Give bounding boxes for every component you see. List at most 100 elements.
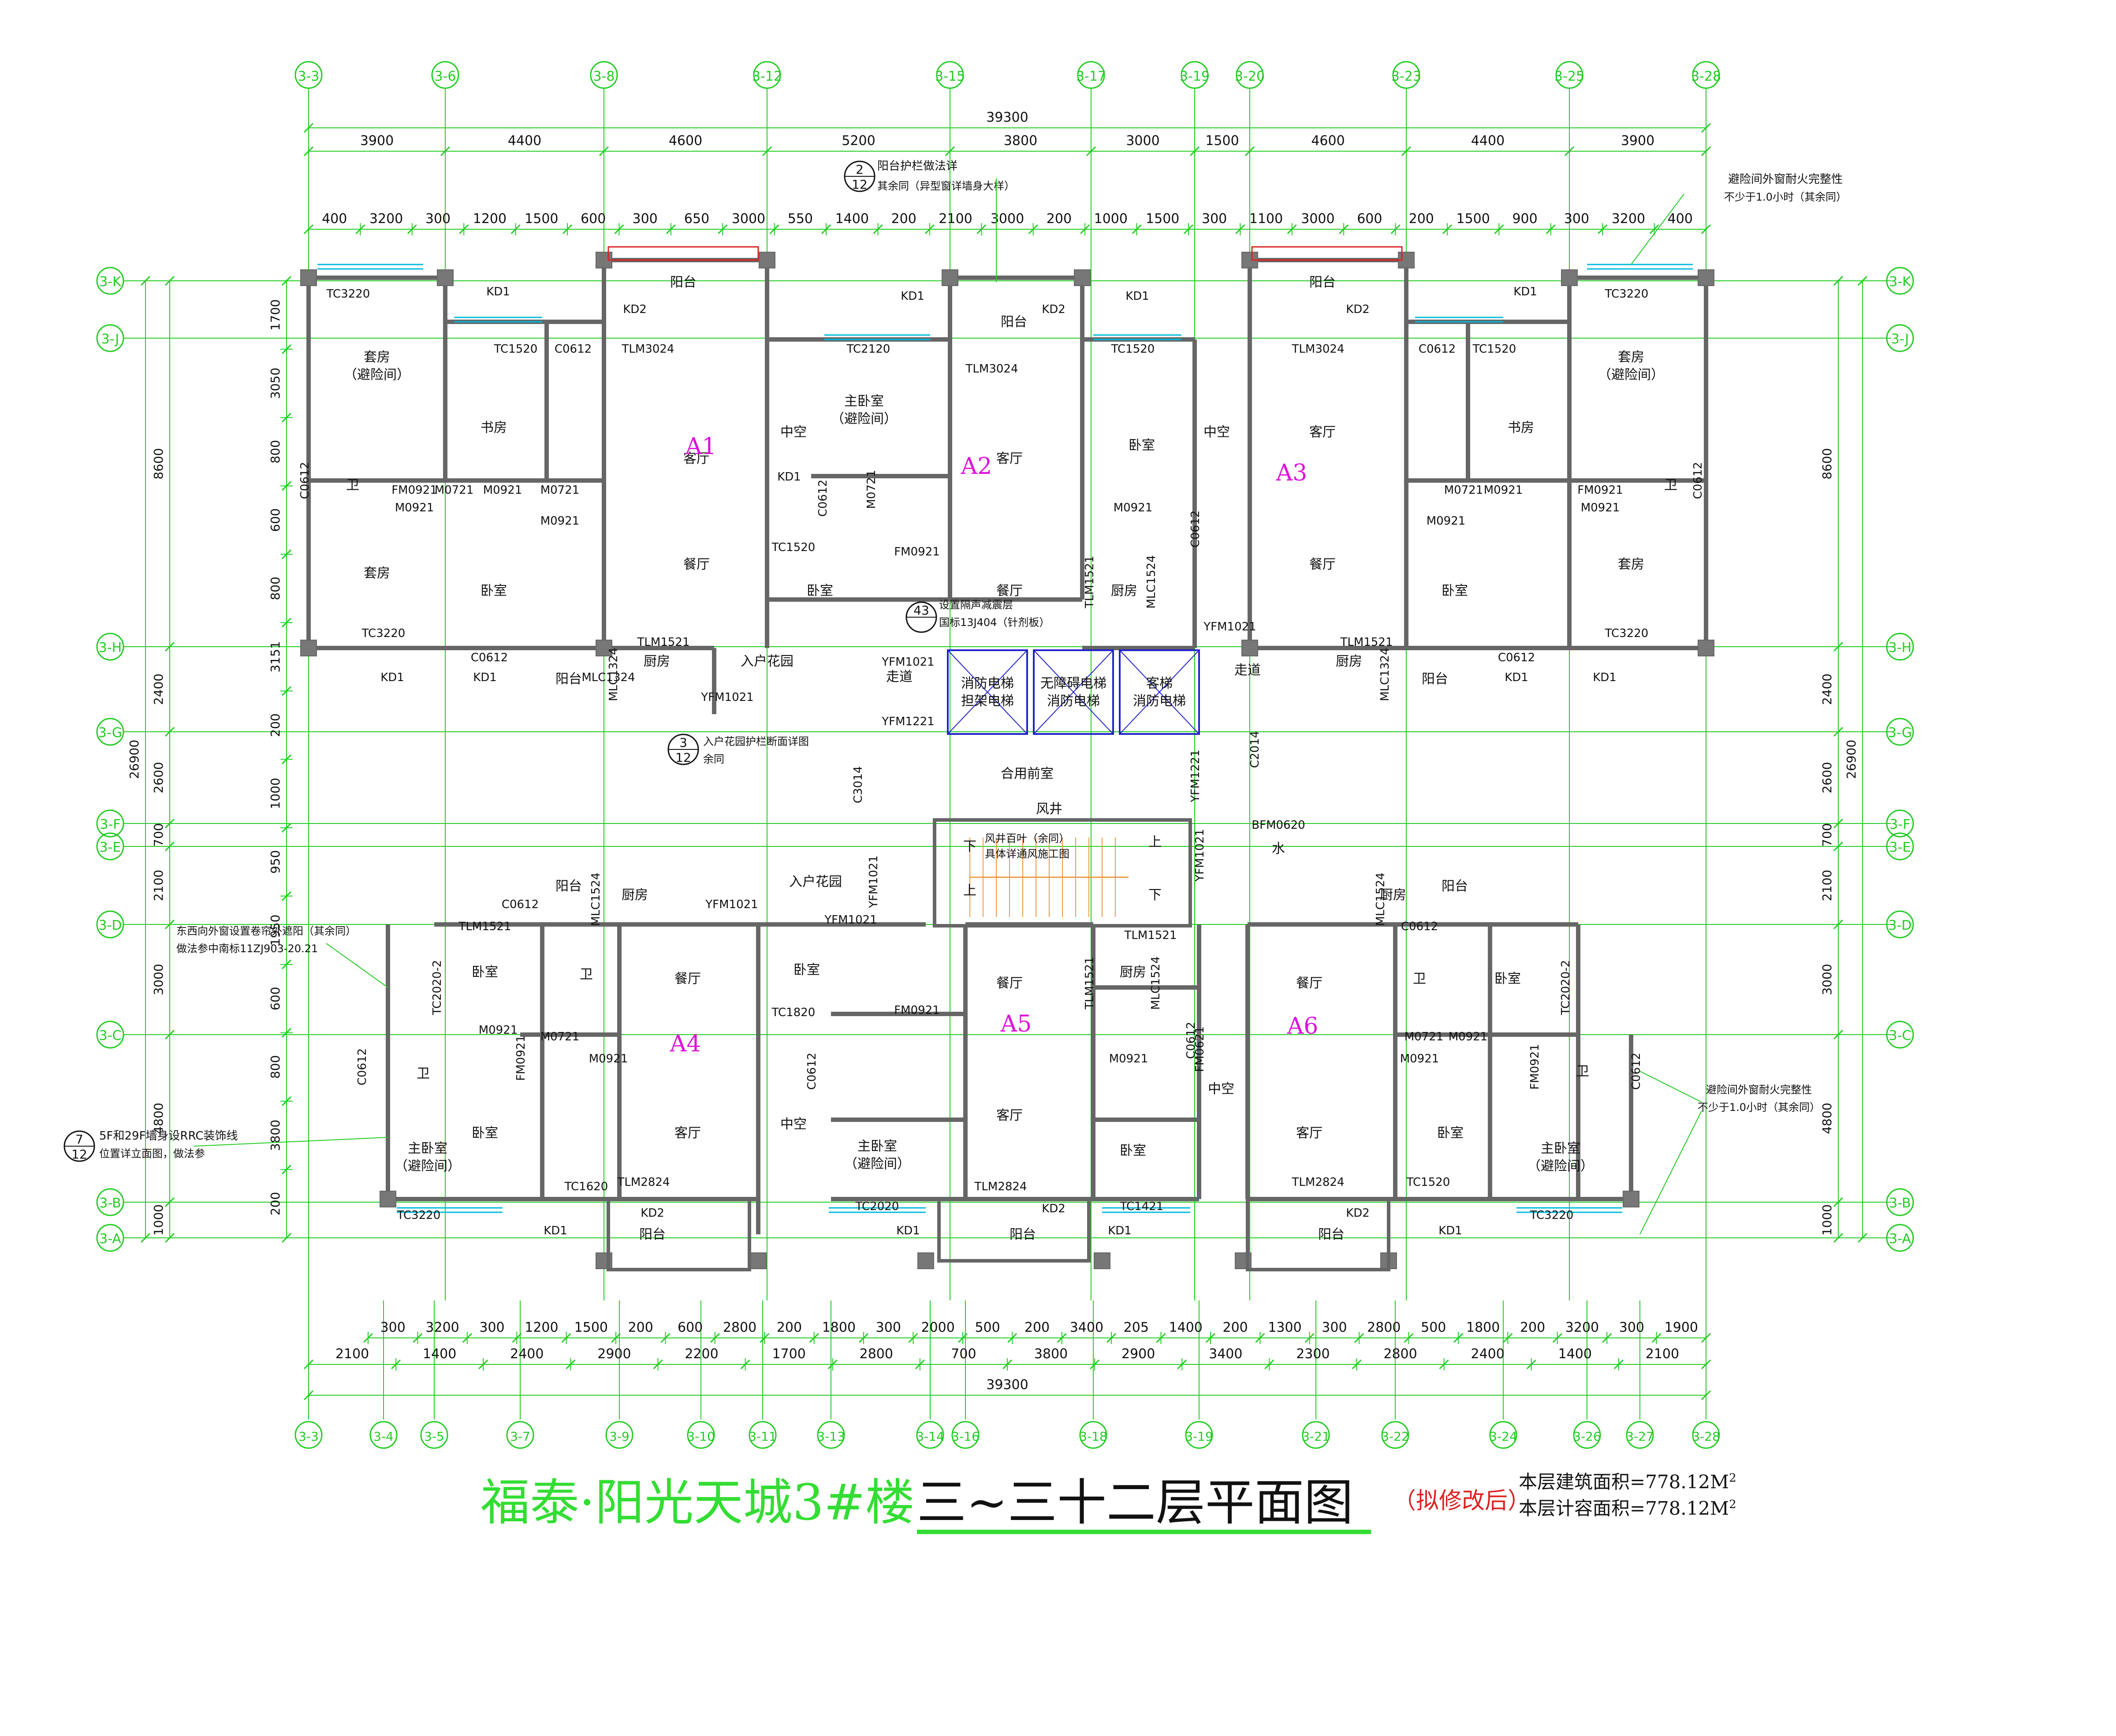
opening-tag: KD2 [623,303,647,316]
opening-tag: KD1 [777,470,801,484]
dim-total-bottom-slash [1701,1390,1711,1401]
opening-tag-vertical: MLC1524 [1145,555,1158,608]
opening-tag: KD1 [1513,285,1537,298]
dim-top-row2-slash [614,224,624,235]
dim-top-row2-slash [1080,224,1090,235]
axis-bubble-right [1886,809,1914,838]
room-label: 卫 [1664,477,1677,493]
room-label: 走道 [886,669,913,685]
axis-bubble-right [1886,324,1914,352]
dim-top-row1-slash [1244,146,1255,156]
opening-tag: TC3220 [397,1209,441,1222]
unit-label: A6 [1287,1013,1319,1039]
dim-bottom-row1-slash [908,1333,918,1343]
dim-top-row1-label: 3800 [1004,133,1037,149]
room-label: 餐厅 [996,583,1023,599]
dim-right-mid-label: 2600 [1820,762,1834,793]
room-label: （避险间） [1527,1159,1594,1174]
room-label: 水 [1272,841,1285,857]
axis-label-right: 3-E [1889,840,1911,855]
note-sound-layer-standard: 国标13J404（针剂板） [939,616,1050,629]
dim-bottom-row1-label: 300 [876,1320,901,1335]
opening-tag: C0612 [1401,920,1438,933]
opening-tag: TC3220 [361,627,406,640]
dim-bottom-row1-label: 300 [1619,1320,1644,1335]
structural-column [1698,640,1714,656]
dim-left-inner-slash [281,1028,292,1038]
room-label: 套房 [1618,557,1644,572]
axis-label-top: 3-6 [435,69,456,84]
unit-label: A1 [685,433,717,460]
opening-tag: TLM3024 [1292,343,1345,356]
dim-top-row2-label: 3000 [732,211,765,227]
balcony-outline [1246,1197,1390,1271]
room-labels: 套房（避险间）书房客厅餐厅套房卧室卫厨房阳台阳台中空主卧室（避险间）客厅餐厅卧室… [298,275,1705,1242]
dim-bottom-row1-slash [809,1333,819,1343]
room-label: 走道 [1234,663,1261,678]
dim-bottom-row1-slash [1354,1333,1364,1343]
dim-top-row1-slash [1401,146,1412,156]
dim-top-row2-label: 3200 [369,211,403,227]
room-label: 卧室 [1437,1125,1464,1141]
note-balcony-rail: 阳台护栏做法详 [877,160,957,173]
room-label: 餐厅 [1296,976,1322,991]
dim-top-row2-slash [510,224,521,235]
axis-bubble-bottom [506,1421,534,1449]
dim-top-row2-slash [873,224,883,235]
dim-left-mid-label: 3000 [151,964,166,995]
dim-top-row2-slash [459,224,469,235]
dim-top-row2-label: 650 [684,211,709,227]
dim-left-inner-label: 3050 [268,368,283,399]
opening-tag: M0721 [540,484,580,497]
axis-label-top: 3-12 [752,69,782,84]
room-label: 阳台 [555,671,582,687]
opening-tag-vertical: MLC1524 [1149,956,1162,1010]
dim-bottom-row1-slash [1205,1333,1215,1343]
axis-bubble-bottom [1573,1421,1601,1449]
dim-bottom-row2-label: 2300 [1296,1346,1330,1362]
dim-top-row2-slash [976,224,987,235]
dim-left-inner-slash [281,481,292,491]
room-label: 书房 [481,420,507,436]
dim-bottom-row1-label: 2800 [1367,1320,1401,1335]
unit-label: A3 [1276,460,1308,486]
opening-tag: M0921 [483,484,522,497]
dim-left-inner-label: 1950 [268,915,283,946]
dim-bottom-row2-slash [1526,1359,1536,1370]
dim-right-mid-slash [1833,1197,1844,1207]
room-label: 下 [963,839,976,854]
opening-tag: TLM1521 [637,636,690,649]
structural-column [300,269,317,286]
axis-bubble-top [1236,61,1264,89]
dim-bottom-row1-slash [1404,1333,1414,1343]
axis-label-right: 3-H [1889,640,1911,656]
room-label: 卧室 [1494,971,1521,987]
axis-label-top: 3-15 [935,69,965,84]
section-bubble-2-top: 43 [913,603,929,618]
axis-label-left: 3-D [98,918,122,933]
opening-tag-vertical: MLC1524 [1374,872,1387,926]
room-label: 阳台 [1001,314,1027,330]
opening-tag: TC3220 [1530,1209,1574,1222]
dim-bottom-row2-label: 700 [951,1346,976,1362]
opening-tag: C0612 [1498,651,1535,664]
axis-label-bottom: 3-7 [510,1429,530,1444]
opening-tag: KD1 [1593,671,1617,684]
dim-left-inner-label: 3800 [268,1120,283,1151]
dim-top-row2-slash [718,224,728,235]
structural-column [380,1191,396,1207]
dim-top-row2-label: 1400 [835,211,869,227]
opening-tag-vertical: YFM1021 [867,855,880,908]
dim-left-mid-slash [164,1029,175,1040]
dim-bottom-row1-label: 300 [1322,1320,1347,1335]
opening-tag-vertical: C0612 [1691,462,1705,499]
dim-top-row2-slash [924,224,935,235]
dim-bottom-row2-label: 1700 [772,1346,806,1362]
room-label: （避险间） [1598,367,1664,383]
room-label: 中空 [1203,425,1230,440]
dim-top-row2-slash [821,224,831,235]
dim-top-row2-label: 600 [581,211,606,227]
opening-tag: TLM2824 [617,1176,670,1189]
dim-bottom-row1-slash [859,1333,869,1343]
